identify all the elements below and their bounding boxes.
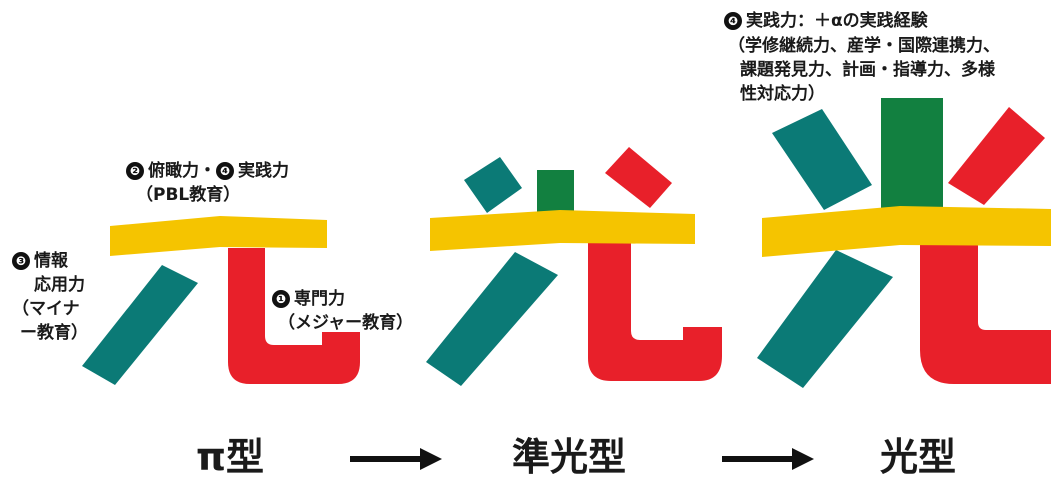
practical-skills-line3: 課題発見力、計画・指導力、多様 bbox=[740, 60, 995, 80]
pbl-education-label: （PBL教育） bbox=[136, 185, 241, 205]
number-4-badge-top: ❹ bbox=[724, 12, 742, 30]
right-arrow-icon bbox=[722, 448, 814, 470]
number-1-badge: ❶ bbox=[272, 290, 290, 308]
semi-green-top bbox=[537, 170, 574, 214]
info-skills-label-line3: （マイナ bbox=[12, 299, 80, 319]
hikari-teal-top bbox=[772, 109, 872, 210]
major-education-label: （メジャー教育） bbox=[278, 313, 414, 333]
pi-shape bbox=[82, 216, 360, 385]
stage-pi-label: π型 bbox=[196, 435, 265, 479]
expert-text: 専門力 bbox=[294, 289, 345, 309]
hikari-yellow-bar bbox=[762, 206, 1051, 257]
practical-skills-line4: 性対応力） bbox=[740, 84, 825, 104]
semi-red-top bbox=[605, 147, 672, 208]
hikari-teal-stroke bbox=[757, 250, 893, 388]
number-3-badge: ❸ bbox=[12, 252, 30, 270]
semi-red-stroke bbox=[588, 243, 722, 381]
semi-shape bbox=[426, 147, 722, 386]
semi-teal-stroke bbox=[426, 252, 558, 386]
number-2-badge: ❷ bbox=[126, 162, 144, 180]
pi-yellow-bar bbox=[110, 216, 327, 256]
hikari-red-stroke bbox=[920, 236, 1051, 384]
stage-semi-label: 準光型 bbox=[512, 435, 627, 479]
semi-teal-top bbox=[464, 157, 522, 213]
practice-text: 実践力 bbox=[238, 161, 289, 181]
hikari-shape bbox=[757, 98, 1051, 388]
semi-yellow-bar bbox=[430, 210, 695, 251]
stage-hikari-label: 光型 bbox=[880, 435, 957, 479]
hikari-red-top bbox=[948, 107, 1045, 205]
info-skills-label-line2: 応用力 bbox=[34, 275, 85, 295]
practical-skills-line2: （学修継続力、産学・国際連携力、 bbox=[728, 36, 1000, 56]
practical-text: 実践力：＋αの実践経験 bbox=[746, 11, 928, 31]
right-arrow-icon bbox=[350, 448, 442, 470]
info-text: 情報 bbox=[34, 251, 68, 271]
info-skills-label-line4: ー教育） bbox=[20, 323, 88, 343]
pi-red-stroke bbox=[228, 248, 360, 384]
overview-text: 俯瞰力・ bbox=[148, 161, 216, 181]
number-4-badge: ❹ bbox=[216, 162, 234, 180]
pi-teal-stroke bbox=[82, 265, 198, 385]
hikari-green-top bbox=[881, 98, 943, 218]
